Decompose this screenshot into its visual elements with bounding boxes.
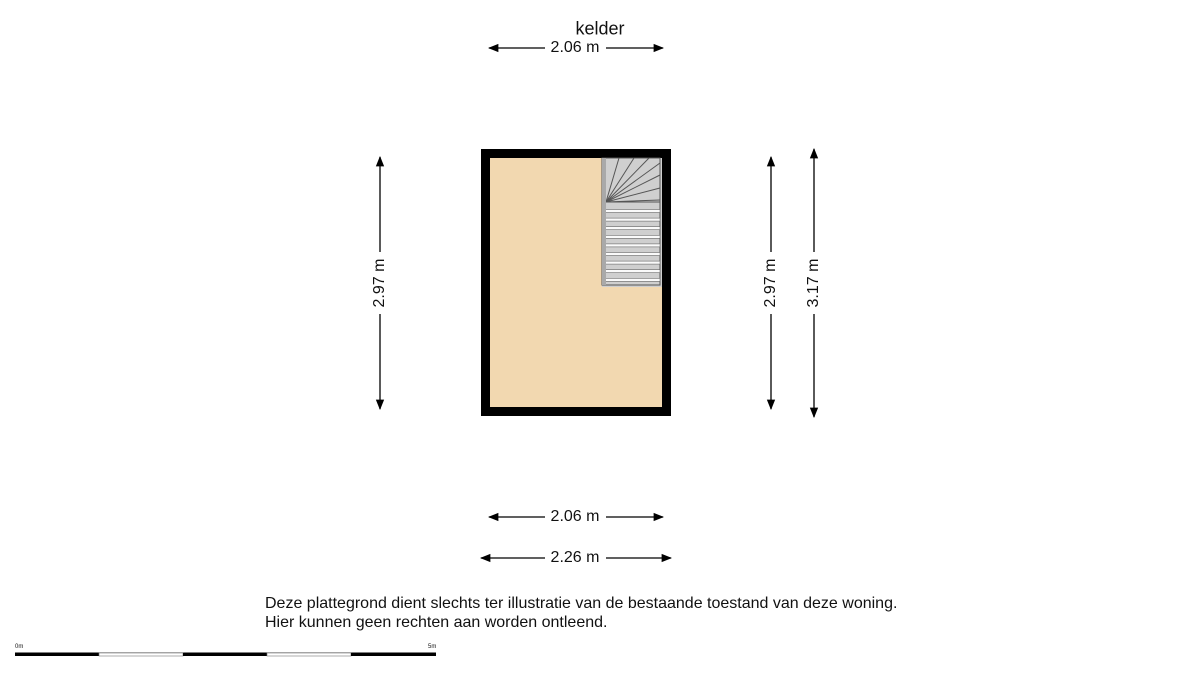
stair-tread — [603, 277, 661, 282]
stair-winder-tread — [605, 157, 620, 203]
stair-winder-tread — [605, 174, 661, 203]
dimension-label-right-outer-height: 3.17 m — [805, 254, 823, 312]
disclaimer-line-2: Hier kunnen geen rechten aan worden ontl… — [265, 614, 608, 631]
stair-tread — [603, 235, 661, 239]
scale-bar-end-label: 5m — [428, 644, 437, 650]
stair-tread — [603, 243, 661, 248]
dimension-label-bottom-inner-width: 2.06 m — [546, 508, 604, 526]
stair-winder-tread — [605, 157, 650, 203]
scale-bar-start-label: 0m — [15, 644, 24, 650]
stair-treads — [601, 157, 661, 286]
dimension-label-right-inner-height: 2.97 m — [762, 254, 780, 312]
stair-tread — [603, 217, 661, 222]
dimension-label-top-width: 2.06 m — [546, 39, 604, 57]
stair-tread — [603, 226, 661, 230]
dimension-label-left-height: 2.97 m — [371, 254, 389, 312]
stair-tread — [603, 260, 661, 265]
floor-title: kelder — [575, 18, 625, 39]
stair-winder-tread — [605, 157, 635, 203]
disclaimer-line-1: Deze plattegrond dient slechts ter illus… — [265, 595, 898, 612]
stair-tread — [603, 252, 661, 256]
staircase — [601, 157, 662, 287]
stair-stringer — [602, 158, 606, 285]
dimension-label-bottom-outer-width: 2.26 m — [546, 549, 604, 567]
stair-tread — [603, 209, 661, 213]
scale-bar — [15, 652, 436, 657]
staircase-area — [602, 158, 662, 287]
stair-winder-tread — [605, 187, 661, 203]
stair-tread — [603, 269, 661, 274]
stair-winder-tread — [605, 162, 661, 203]
disclaimer-text: Deze plattegrond dient slechts ter illus… — [265, 594, 897, 632]
